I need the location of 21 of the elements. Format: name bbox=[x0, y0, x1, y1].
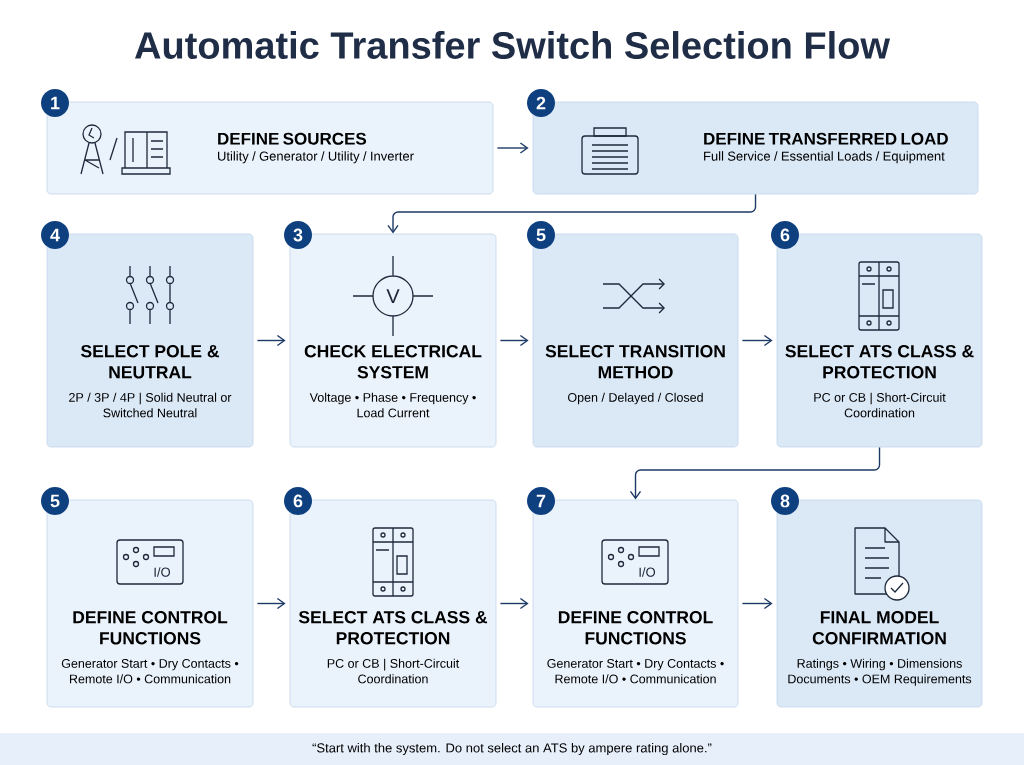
number-badge: 3 bbox=[284, 221, 312, 249]
arrow bbox=[741, 597, 773, 610]
number-badge: 5 bbox=[41, 487, 69, 515]
arrow bbox=[387, 193, 757, 234]
caption-band: “Start with the system. Do not select an ATS by ampere rating alone.” bbox=[0, 733, 1024, 765]
arrow bbox=[496, 142, 529, 154]
title: Automatic Transfer Switch Selection Flow bbox=[135, 31, 891, 59]
number-badge: 7 bbox=[527, 487, 555, 515]
number-badge: 5 bbox=[527, 221, 555, 249]
number-badge: 8 bbox=[771, 487, 799, 515]
number-badge: 2 bbox=[527, 89, 555, 117]
arrow bbox=[629, 446, 881, 500]
number-badge: 1 bbox=[41, 89, 69, 117]
arrow bbox=[256, 597, 286, 610]
number-badge: 6 bbox=[284, 487, 312, 515]
arrow bbox=[256, 334, 286, 347]
number-badge: 4 bbox=[41, 221, 69, 249]
number-badge: 6 bbox=[771, 221, 799, 249]
arrow bbox=[499, 334, 529, 347]
arrow bbox=[499, 597, 529, 610]
arrow bbox=[741, 334, 773, 347]
